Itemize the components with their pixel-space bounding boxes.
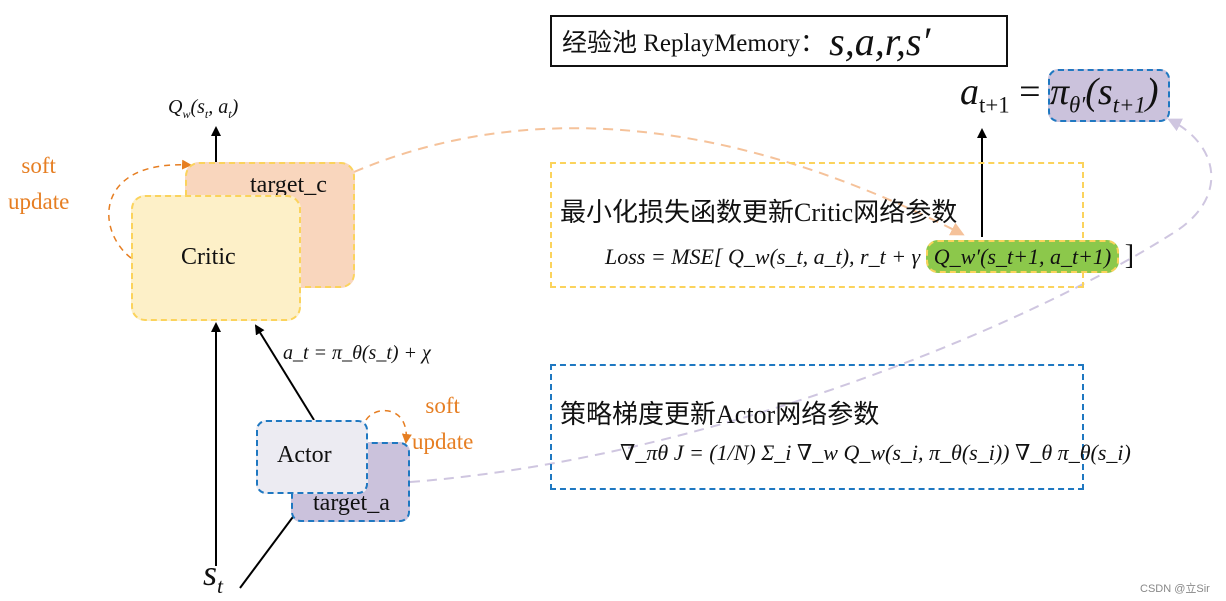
replay-memory-box: 经验池 ReplayMemory： s,a,r,s′ xyxy=(550,15,1008,67)
actor-update-heading: 策略梯度更新Actor网络参数 xyxy=(560,400,880,429)
q-sub: w xyxy=(182,107,191,121)
critic-soft-update-label: soft update xyxy=(8,148,69,220)
actor-to-critic-arrow xyxy=(254,324,315,421)
update-text: update xyxy=(412,429,474,454)
next-action-formula: at+1 = xyxy=(960,70,1041,119)
actor-label: Actor xyxy=(277,442,332,468)
update-text: update xyxy=(8,189,70,214)
q-args-sub2: t xyxy=(228,107,232,121)
watermark: CSDN @立Sir xyxy=(1140,583,1210,595)
q-args-open: (s xyxy=(190,96,205,118)
state-input-label: st xyxy=(203,552,223,599)
target-q-highlight: Q_w′(s_t+1, a_t+1) xyxy=(925,240,1120,273)
critic-output-formula: Qw(st, at) xyxy=(168,96,238,122)
critic-loss-formula: Loss = MSE[ Q_w(s_t, a_t), r_t + γ Q_w′(… xyxy=(605,240,1135,273)
actor-box xyxy=(256,420,368,494)
soft-text: soft xyxy=(425,393,460,418)
next-action-lhs: a xyxy=(960,71,979,113)
target-actor-label: target_a xyxy=(313,490,390,516)
target-critic-label: target_c xyxy=(250,172,327,198)
actor-soft-update-arrow xyxy=(365,409,412,444)
policy-close: ) xyxy=(1145,71,1159,113)
state-symbol: s xyxy=(203,553,218,593)
loss-formula-suffix: ] xyxy=(1124,240,1135,271)
policy-args: (s xyxy=(1085,71,1113,113)
q-args-mid: , a xyxy=(208,96,229,118)
policy-symbol: π xyxy=(1050,71,1070,113)
action-formula: a_t = π_θ(s_t) + χ xyxy=(283,342,431,364)
critic-update-heading: 最小化损失函数更新Critic网络参数 xyxy=(560,198,958,227)
replay-memory-tuple: s,a,r,s′ xyxy=(829,18,931,64)
policy-gradient-formula: ∇_πθ J = (1/N) Σ_i ∇_w Q_w(s_i, π_θ(s_i)… xyxy=(620,440,1131,465)
actor-update-panel xyxy=(550,364,1084,490)
target-policy-box xyxy=(1048,69,1170,122)
actor-soft-update-label: soft update xyxy=(412,388,473,460)
target-policy-formula: πθ′(st+1) xyxy=(1050,70,1158,119)
q-args-sub1: t xyxy=(204,107,209,121)
next-action-lhs-sub: t+1 xyxy=(979,92,1010,118)
q-symbol: Q xyxy=(168,96,183,118)
critic-label: Critic xyxy=(181,244,236,270)
policy-args-sub: t+1 xyxy=(1112,92,1146,118)
q-args-close: ) xyxy=(231,96,239,118)
policy-sub: θ′ xyxy=(1069,92,1086,118)
loss-formula-prefix: Loss = MSE[ Q_w(s_t, a_t), r_t + γ xyxy=(605,244,921,269)
soft-text: soft xyxy=(21,153,56,178)
replay-memory-label: 经验池 ReplayMemory： xyxy=(562,30,826,57)
critic-update-panel xyxy=(550,162,1084,288)
state-sub: t xyxy=(217,574,224,599)
critic-box xyxy=(131,195,301,321)
equals-sign: = xyxy=(1019,71,1041,113)
